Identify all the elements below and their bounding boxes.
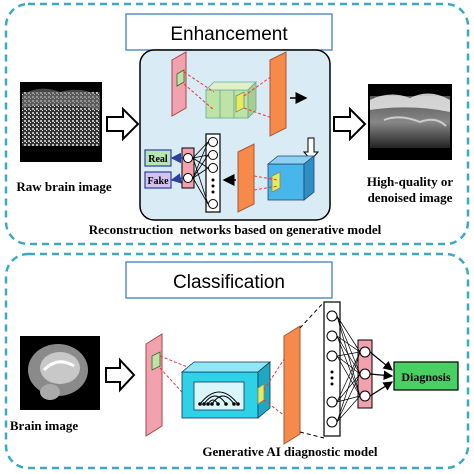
raw-brain-image <box>20 82 102 162</box>
fake-neuron <box>183 173 193 183</box>
encoder-conv-line-b <box>183 83 215 111</box>
enhanced-caption-line2: denoised image <box>368 190 453 205</box>
brain-mri-image <box>20 336 100 410</box>
encoder-conv-line-a <box>183 71 215 93</box>
hollow-arrow-classification <box>105 357 136 393</box>
raw-brain-caption: Raw brain image <box>16 179 112 194</box>
classification-title: Classification <box>173 272 285 293</box>
enhancement-title-box <box>125 13 333 51</box>
zoom-line-top <box>299 301 325 329</box>
discriminator-feature-layer <box>237 143 255 213</box>
latent-conv-line-a <box>243 75 273 97</box>
real-label: Real <box>148 154 168 165</box>
hollow-arrow-left <box>106 106 140 142</box>
classifier-fc-neurons <box>326 310 338 428</box>
input-kernel <box>176 69 185 87</box>
diagnosis-box <box>393 361 459 391</box>
hollow-arrow-right <box>333 106 367 142</box>
fc-neurons <box>208 137 218 209</box>
fake-box <box>144 171 172 189</box>
decoder-output-layer <box>269 51 287 137</box>
classifier-feature-layer <box>283 325 301 445</box>
diagnostic-model-caption: Generative AI diagnostic model <box>202 444 378 459</box>
classifier-input-layer <box>145 333 163 437</box>
real-box <box>144 149 172 167</box>
classification-frame <box>4 252 470 470</box>
attention-conv-line-a <box>263 349 291 391</box>
reconstruction-caption: Reconstruction networks based on generat… <box>89 222 382 237</box>
enhancement-frame <box>4 2 470 246</box>
discriminator-cube <box>266 155 316 201</box>
classifier-output-neurons <box>359 346 371 402</box>
disc-conv-line-b <box>253 185 279 191</box>
disc-conv-line-a <box>253 175 279 181</box>
latent-feature-stack <box>205 81 257 119</box>
fake-label: Fake <box>147 176 169 187</box>
classifier-connections <box>336 315 361 423</box>
enhancement-title: Enhancement <box>170 24 288 45</box>
classifier-fc-column <box>323 301 341 437</box>
diagnosis-label: Diagnosis <box>401 370 451 384</box>
fc-connections <box>192 141 209 205</box>
classifier-input-kernel <box>151 351 161 371</box>
fake-arrow <box>170 173 184 184</box>
diagnosis-arrows <box>369 351 394 397</box>
classification-section: Classification Brain image <box>4 252 470 470</box>
enhanced-caption-line1: High-quality or <box>367 174 454 189</box>
enhancement-section: Enhancement Raw brain image <box>4 2 470 246</box>
attention-nodes <box>198 402 240 406</box>
attention-block <box>180 361 272 419</box>
brain-image-caption: Brain image <box>10 418 78 433</box>
enhanced-brain-image <box>368 84 452 160</box>
classification-title-box <box>125 261 333 299</box>
real-neuron <box>183 153 193 163</box>
zoom-line-bottom <box>299 431 325 439</box>
